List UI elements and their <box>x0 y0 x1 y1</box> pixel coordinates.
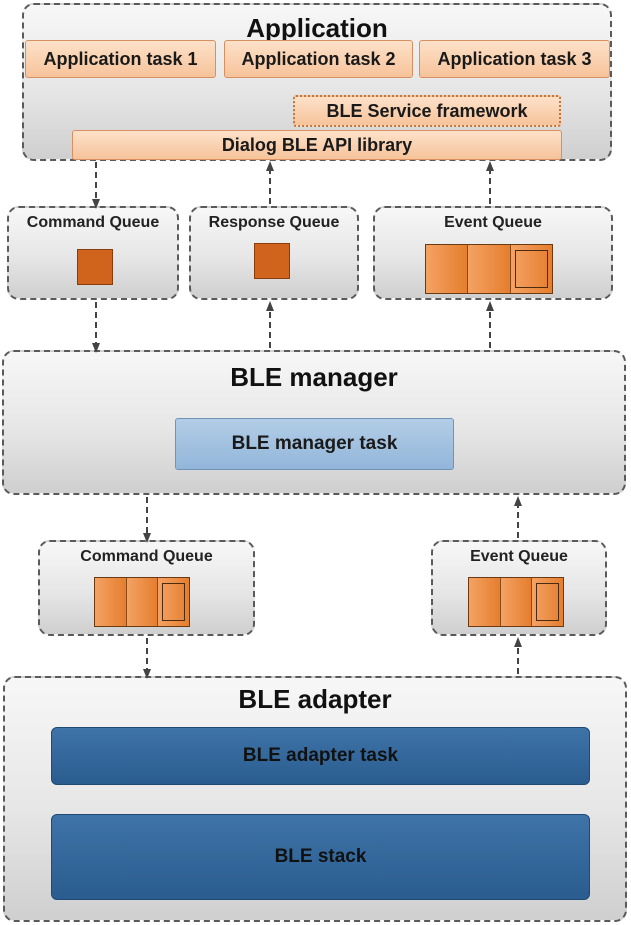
upper-event-queue-title: Event Queue <box>444 214 542 231</box>
lower-command-queue-title: Command Queue <box>80 548 213 565</box>
queue-slot-empty <box>158 578 190 626</box>
queue-slot-filled <box>469 578 501 626</box>
response-queue-title: Response Queue <box>208 214 340 231</box>
upper-event-queue-buffer <box>425 244 553 294</box>
ble-stack: BLE stack <box>51 814 590 900</box>
queue-slot-filled <box>95 578 127 626</box>
lower-command-queue-buffer <box>94 577 190 627</box>
application-task-2: Application task 2 <box>224 40 413 78</box>
queue-slot-filled <box>468 245 511 293</box>
lower-event-queue-buffer <box>468 577 564 627</box>
ble-manager-task: BLE manager task <box>175 418 454 470</box>
ble-service-framework: BLE Service framework <box>293 95 561 127</box>
queue-slot-filled <box>126 578 159 626</box>
ble-adapter-task: BLE adapter task <box>51 727 590 785</box>
application-title: Application <box>246 13 388 43</box>
application-task-1: Application task 1 <box>25 40 216 78</box>
response-queue-item <box>254 243 290 279</box>
ble-adapter-title: BLE adapter <box>238 684 392 714</box>
queue-slot-empty <box>510 245 552 293</box>
lower-event-queue-title: Event Queue <box>470 548 568 565</box>
application-task-3: Application task 3 <box>419 40 610 78</box>
queue-slot-empty <box>532 578 564 626</box>
upper-command-queue-title: Command Queue <box>26 214 160 231</box>
dialog-ble-api-library: Dialog BLE API library <box>72 130 562 160</box>
command-queue-item <box>77 249 113 285</box>
ble-manager-title: BLE manager <box>230 362 398 392</box>
queue-slot-filled <box>500 578 533 626</box>
queue-slot-filled <box>426 245 469 293</box>
